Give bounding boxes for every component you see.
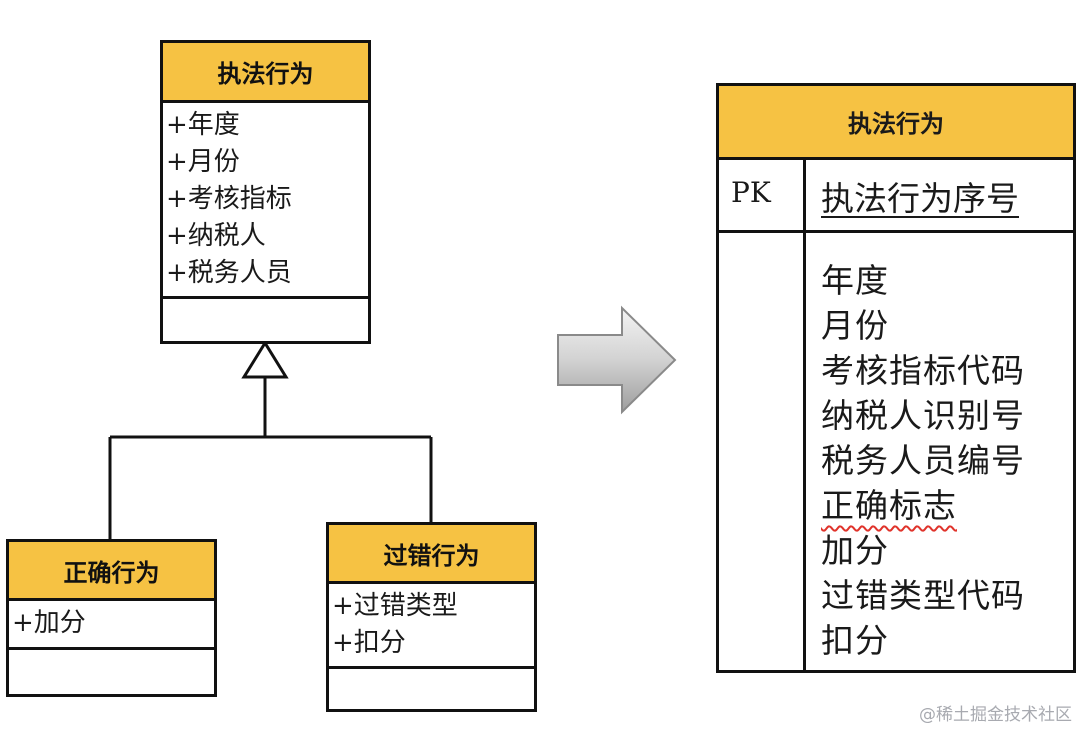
entity-name: 执法行为	[719, 86, 1073, 160]
entity-field: 扣分	[821, 621, 889, 660]
entity-field-flagged: 正确标志	[821, 486, 957, 525]
watermark: @稀土掘金技术社区	[919, 705, 1072, 725]
entity-field: 纳税人识别号	[821, 396, 1025, 435]
attribute: +税务人员	[166, 258, 292, 288]
class-attributes: +加分	[9, 601, 214, 650]
attribute: +月份	[166, 147, 240, 177]
uml-class-parent: 执法行为 +年度 +月份 +考核指标 +纳税人 +税务人员	[160, 40, 371, 344]
entity-field: 加分	[821, 531, 889, 570]
class-name: 正确行为	[9, 542, 214, 601]
pk-field: 执法行为序号	[821, 179, 1019, 218]
primary-key-row: PK 执法行为序号	[719, 160, 1073, 233]
transform-arrow-icon	[557, 305, 677, 415]
uml-class-child-error: 过错行为 +过错类型 +扣分	[326, 522, 537, 712]
entity-field: 考核指标代码	[821, 351, 1025, 390]
class-name: 执法行为	[163, 43, 368, 103]
entity-fields: 年度 月份 考核指标代码 纳税人识别号 税务人员编号 正确标志 加分 过错类型代…	[821, 258, 1025, 663]
class-attributes: +年度 +月份 +考核指标 +纳税人 +税务人员	[163, 103, 368, 299]
entity-field: 过错类型代码	[821, 576, 1025, 615]
entity-field: 年度	[821, 261, 889, 300]
attribute: +扣分	[332, 628, 406, 658]
attribute: +加分	[12, 608, 86, 638]
attribute: +年度	[166, 110, 240, 140]
class-attributes: +过错类型 +扣分	[329, 584, 534, 669]
generalization-triangle	[241, 340, 289, 379]
attribute: +纳税人	[166, 221, 266, 251]
entity-field: 税务人员编号	[821, 441, 1025, 480]
pk-label: PK	[731, 176, 771, 209]
class-name: 过错行为	[329, 525, 534, 584]
entity-field: 月份	[821, 306, 889, 345]
column-divider	[803, 157, 806, 670]
er-entity-table: 执法行为 PK 执法行为序号 年度 月份 考核指标代码 纳税人识别号 税务人员编…	[716, 83, 1076, 673]
attribute: +考核指标	[166, 184, 292, 214]
uml-class-child-correct: 正确行为 +加分	[6, 539, 217, 697]
attribute: +过错类型	[332, 591, 458, 621]
